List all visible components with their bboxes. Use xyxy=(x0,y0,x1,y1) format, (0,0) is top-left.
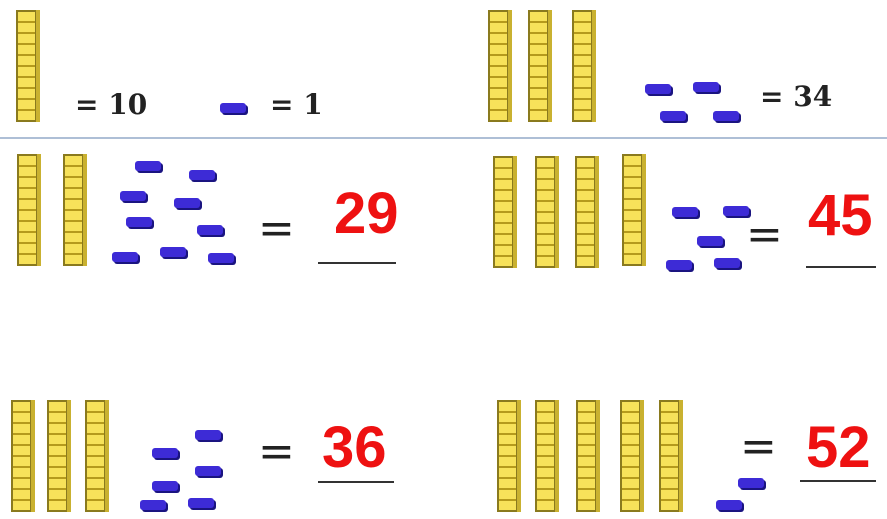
unit-cube xyxy=(160,247,186,257)
ten-rod xyxy=(622,154,646,266)
equals-sign: = xyxy=(258,203,295,254)
ten-rod xyxy=(659,400,683,512)
answer-line xyxy=(800,480,876,482)
unit-cube xyxy=(197,225,223,235)
example-rod xyxy=(572,10,596,122)
unit-cube xyxy=(714,258,740,268)
answer-line xyxy=(806,266,876,268)
unit-cube xyxy=(189,170,215,180)
unit-cube xyxy=(195,430,221,440)
unit-cube xyxy=(666,260,692,270)
unit-cube xyxy=(126,217,152,227)
unit-cube xyxy=(152,448,178,458)
ten-rod xyxy=(535,156,559,268)
ten-rod xyxy=(497,400,521,512)
unit-cube xyxy=(174,198,200,208)
unit-cube xyxy=(723,206,749,216)
example-value: = 34 xyxy=(760,80,833,113)
ten-rod xyxy=(493,156,517,268)
ten-rod xyxy=(47,400,71,512)
unit-cube xyxy=(195,466,221,476)
answer-line xyxy=(318,262,396,264)
ten-rod xyxy=(535,400,559,512)
legend-rod xyxy=(16,10,40,122)
unit-cube xyxy=(120,191,146,201)
unit-cube xyxy=(188,498,214,508)
ten-rod xyxy=(576,400,600,512)
legend-unit-value: = 1 xyxy=(270,88,323,121)
example-unit-cube xyxy=(693,82,719,92)
ten-rod xyxy=(575,156,599,268)
example-unit-cube xyxy=(713,111,739,121)
ten-rod xyxy=(620,400,644,512)
example-unit-cube xyxy=(660,111,686,121)
legend-unit-cube xyxy=(220,103,246,113)
ten-rod xyxy=(85,400,109,512)
unit-cube xyxy=(208,253,234,263)
answer: 36 xyxy=(322,415,387,480)
ten-rod xyxy=(63,154,87,266)
ten-rod xyxy=(11,400,35,512)
unit-cube xyxy=(135,161,161,171)
example-unit-cube xyxy=(645,84,671,94)
unit-cube xyxy=(152,481,178,491)
example-rod xyxy=(488,10,512,122)
ten-rod xyxy=(17,154,41,266)
unit-cube xyxy=(112,252,138,262)
equals-sign: = xyxy=(258,426,295,477)
unit-cube xyxy=(672,207,698,217)
equals-sign: = xyxy=(746,209,783,260)
answer-line xyxy=(318,481,394,483)
answer: 52 xyxy=(806,415,871,480)
unit-cube xyxy=(697,236,723,246)
example-rod xyxy=(528,10,552,122)
answer: 29 xyxy=(334,181,399,246)
unit-cube xyxy=(738,478,764,488)
unit-cube xyxy=(140,500,166,510)
divider xyxy=(0,137,887,139)
equals-sign: = xyxy=(740,421,777,472)
unit-cube xyxy=(716,500,742,510)
legend-rod-value: = 10 xyxy=(75,88,148,121)
answer: 45 xyxy=(808,183,873,248)
